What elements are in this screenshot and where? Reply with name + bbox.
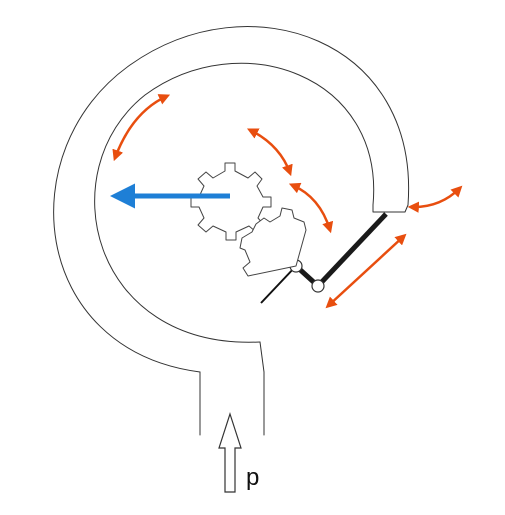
pinion-gear-outline <box>190 162 272 241</box>
tube-motion-arrow-icon <box>112 94 171 162</box>
pressure-arrow-icon <box>218 412 242 493</box>
inlet-right-wall <box>259 341 265 436</box>
link-pivot <box>311 279 325 293</box>
pressure-label: p <box>246 464 259 491</box>
sector-rotation-arrow-icon <box>288 182 334 234</box>
sector-arm <box>260 265 297 304</box>
rod-translation-arrow-icon <box>325 233 407 309</box>
pinion-gear <box>190 162 272 241</box>
tube-outer-wall <box>53 26 410 373</box>
pinion-rotation-arrow-icon <box>246 128 293 177</box>
tube-end-cap <box>372 204 409 213</box>
motion-arrows <box>112 94 463 309</box>
tube-tip-arrow-icon <box>407 185 463 213</box>
